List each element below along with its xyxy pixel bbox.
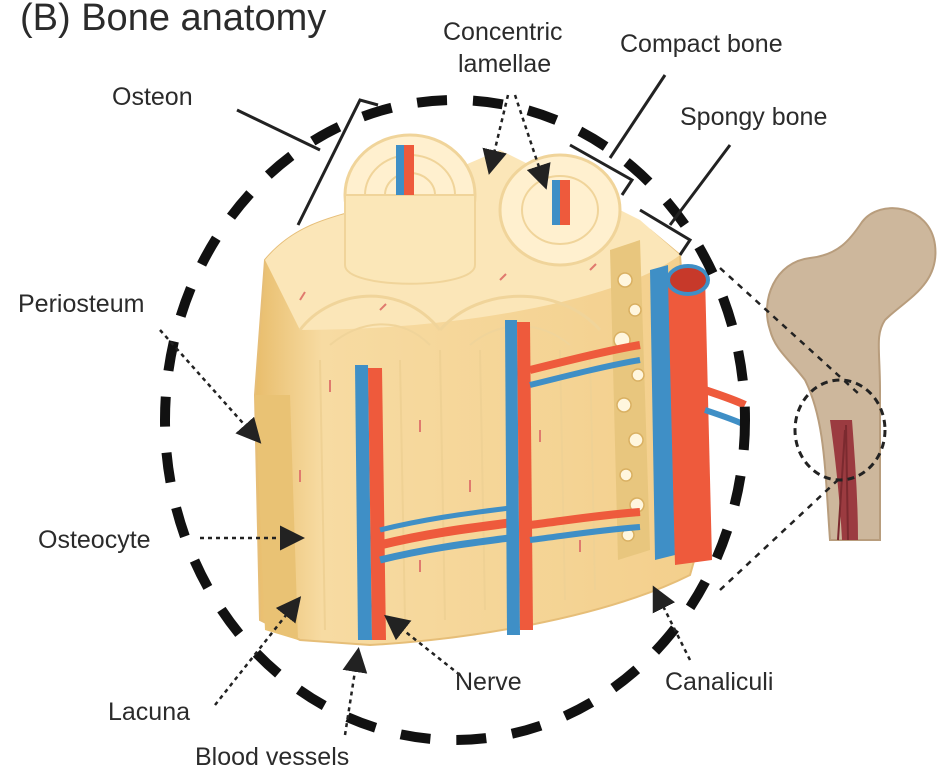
osteon-leader <box>237 110 320 150</box>
label-osteocyte: Osteocyte <box>38 526 151 554</box>
femur-illustration <box>767 208 936 540</box>
periosteum-leader <box>160 330 258 440</box>
compact-bone-leader <box>610 75 665 158</box>
label-osteon: Osteon <box>112 83 193 111</box>
label-lacuna: Lacuna <box>108 698 190 726</box>
label-spongy-bone: Spongy bone <box>680 103 827 131</box>
label-concentric: Concentric <box>443 18 563 46</box>
spongy-bone-leader <box>670 145 730 225</box>
diagram-title: (B) Bone anatomy <box>20 0 326 39</box>
label-blood-vessels: Blood vessels <box>195 743 349 771</box>
label-nerve: Nerve <box>455 668 522 696</box>
label-periosteum: Periosteum <box>18 290 144 318</box>
label-lamellae: lamellae <box>458 50 551 78</box>
label-canaliculi: Canaliculi <box>665 668 773 696</box>
label-compact-bone: Compact bone <box>620 30 783 58</box>
